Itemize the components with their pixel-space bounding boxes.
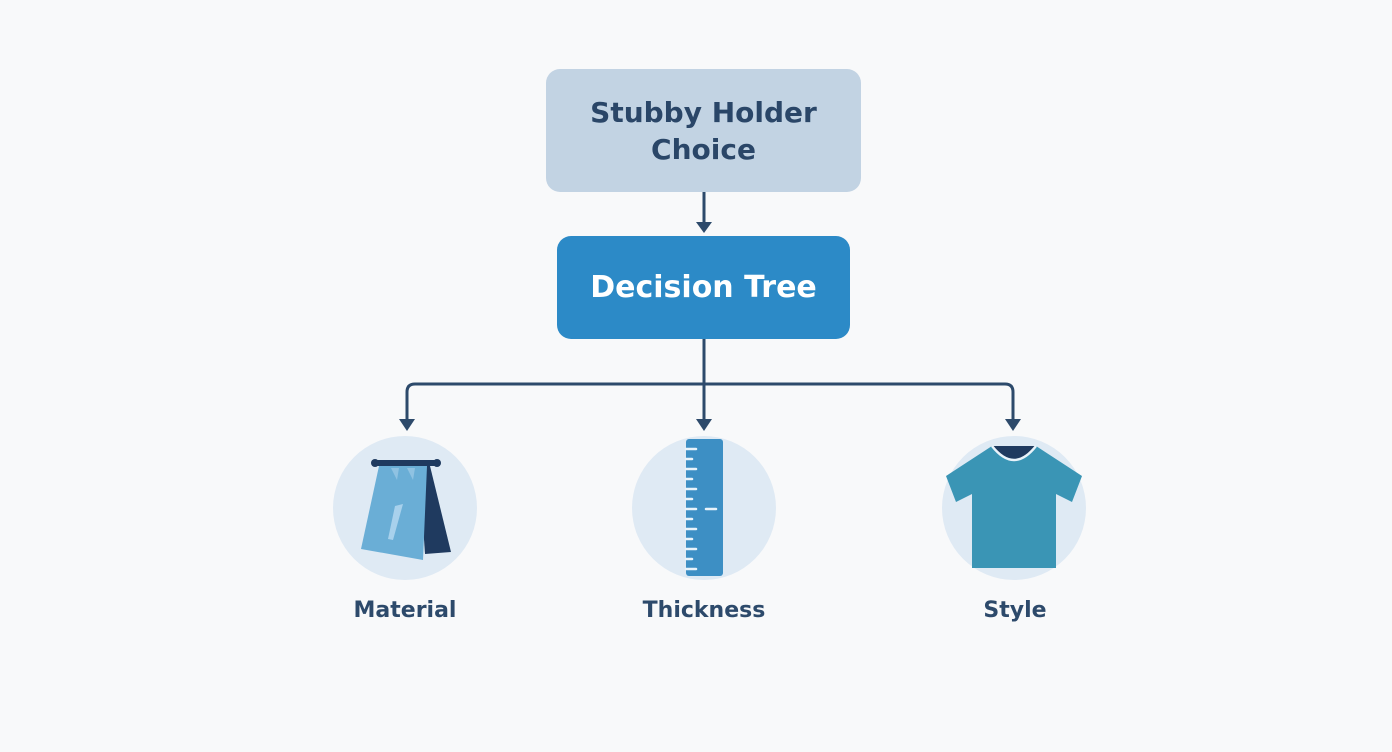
leaf-label-material: Material bbox=[353, 598, 457, 623]
root-node-label: Stubby Holder Choice bbox=[590, 95, 817, 166]
material-icon-circle bbox=[333, 436, 477, 580]
connector-branch-bar bbox=[405, 382, 1015, 420]
ruler-icon bbox=[684, 439, 723, 576]
hub-node-label: Decision Tree bbox=[590, 270, 817, 305]
t-shirt-icon bbox=[946, 445, 1082, 568]
root-node: Stubby Holder Choice bbox=[546, 69, 861, 192]
fabric-drape-icon bbox=[361, 459, 451, 560]
hub-node: Decision Tree bbox=[557, 236, 850, 339]
thickness-icon-circle bbox=[632, 436, 776, 580]
style-icon-circle bbox=[942, 436, 1086, 580]
arrowhead-hub bbox=[696, 222, 712, 233]
arrowhead-thickness bbox=[696, 419, 712, 431]
arrowhead-style bbox=[1005, 419, 1021, 431]
arrowhead-material bbox=[399, 419, 415, 431]
leaf-label-thickness: Thickness bbox=[642, 598, 766, 623]
leaf-label-style: Style bbox=[983, 598, 1047, 623]
